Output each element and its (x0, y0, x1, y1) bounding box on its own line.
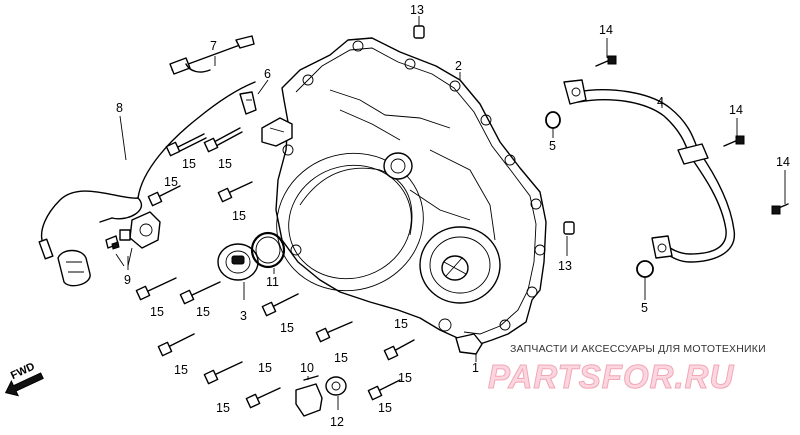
callout-15-6: 15 (196, 305, 210, 319)
callout-1: 1 (472, 361, 479, 375)
callout-15-3: 15 (164, 175, 178, 189)
bolt-10 (295, 375, 323, 417)
callout-15-2: 15 (218, 157, 232, 171)
callout-15-8: 15 (334, 351, 348, 365)
callout-11: 11 (266, 275, 279, 289)
callout-7: 7 (210, 39, 217, 53)
callout-10: 10 (300, 361, 314, 375)
callout-5-top: 5 (549, 139, 556, 153)
callout-15-10: 15 (174, 363, 188, 377)
o-ring-11 (250, 231, 286, 269)
switch-cable-7 (169, 35, 255, 75)
bolts-15 (135, 127, 415, 409)
callout-15-9: 15 (394, 317, 408, 331)
bolt-14-a (595, 55, 617, 67)
cap-3 (217, 243, 259, 281)
watermark-brand: PARTSFOR.RU (488, 358, 734, 395)
callout-14-b: 14 (729, 103, 743, 117)
callout-8: 8 (116, 101, 123, 115)
callout-15-12: 15 (216, 401, 230, 415)
callout-15-7: 15 (280, 321, 294, 335)
fwd-arrow-icon (4, 372, 44, 397)
callout-labels: 1 2 3 4 5 5 6 7 8 9 10 11 12 13 13 14 14… (116, 3, 790, 429)
callout-14-c: 14 (776, 155, 790, 169)
watermark-tagline: ЗАПЧАСТИ И АКСЕССУАРЫ ДЛЯ МОТОТЕХНИКИ (510, 343, 766, 355)
callout-15-13: 15 (378, 401, 392, 415)
neutral-switch-9 (105, 211, 161, 267)
callout-15-1: 15 (182, 157, 196, 171)
o-ring-5-bottom (636, 260, 654, 278)
callout-15-14: 15 (398, 371, 412, 385)
callout-2: 2 (455, 59, 462, 73)
leader-lines (119, 16, 786, 410)
o-ring-5-top (545, 111, 561, 129)
callout-4: 4 (657, 95, 664, 109)
dowel-pin-13-mid (563, 221, 575, 235)
bolt-14-c (771, 203, 789, 215)
callout-15-4: 15 (232, 209, 246, 223)
callout-15-5: 15 (150, 305, 164, 319)
wire-harness (38, 81, 256, 287)
callout-6: 6 (264, 67, 271, 81)
washer-12 (325, 376, 347, 396)
callout-9: 9 (124, 273, 131, 287)
bolt-14-b (723, 135, 745, 147)
callout-5-bottom: 5 (641, 301, 648, 315)
callout-13-top: 13 (410, 3, 424, 17)
callout-13-mid: 13 (558, 259, 572, 273)
oil-pipe-4 (563, 79, 735, 263)
dowel-pin-13-top (413, 25, 425, 39)
callout-14-a: 14 (599, 23, 613, 37)
clip-6 (239, 91, 257, 115)
watermark: ЗАПЧАСТИ И АКСЕССУАРЫ ДЛЯ МОТОТЕХНИКИ PA… (488, 343, 766, 396)
right-crankcase-cover (261, 37, 547, 355)
callout-15-11: 15 (258, 361, 272, 375)
callout-12: 12 (330, 415, 344, 429)
fwd-indicator: FWD (4, 361, 44, 397)
callout-3: 3 (240, 309, 247, 323)
